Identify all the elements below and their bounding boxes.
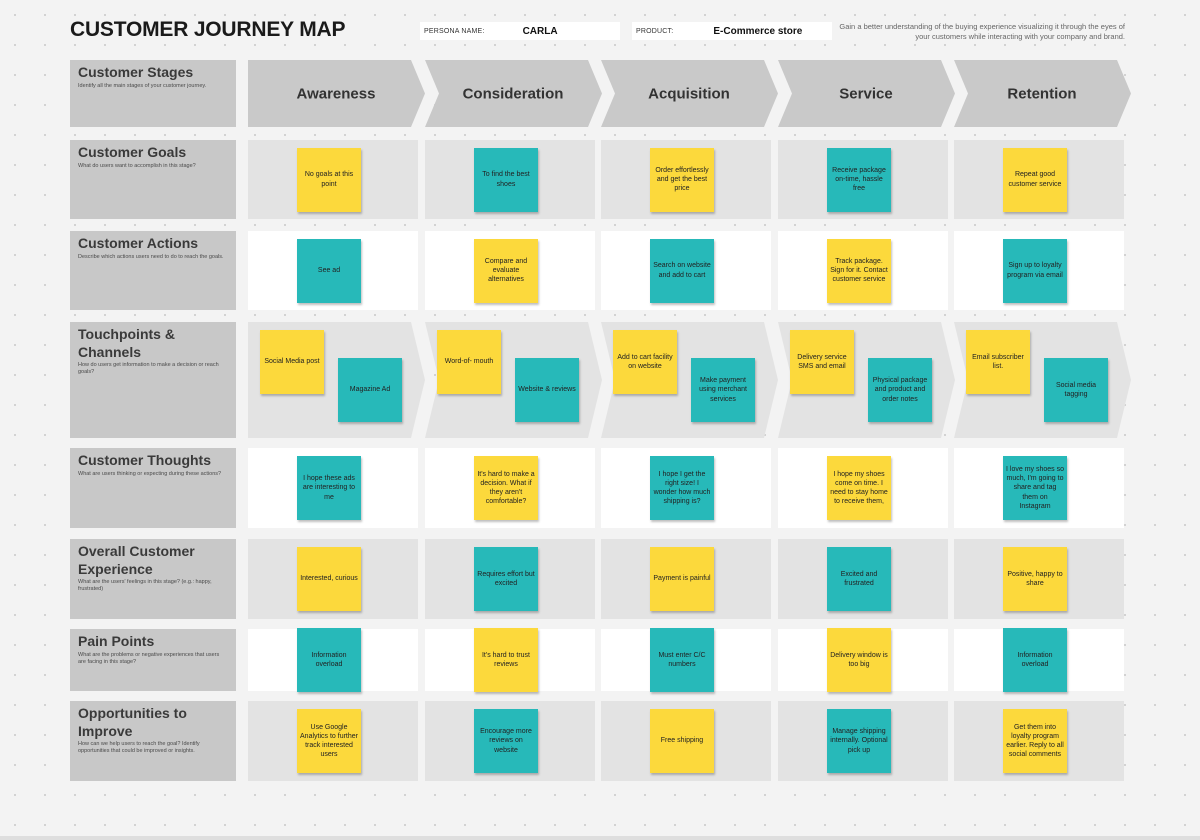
sticky-note[interactable]: Get them into loyalty program earlier. R… <box>1003 709 1067 773</box>
row-description: How can we help users to reach the goal?… <box>78 741 200 755</box>
arrow-shape <box>425 60 602 127</box>
row-title: Opportunities to Improve <box>78 705 187 739</box>
sticky-note[interactable]: Requires effort but excited <box>474 547 538 611</box>
sticky-note[interactable]: No goals at this point <box>297 147 361 212</box>
arrow-shape <box>778 60 955 127</box>
sticky-note[interactable]: Repeat good customer service <box>1003 147 1067 212</box>
row-title: Pain Points <box>78 633 155 649</box>
sticky-note[interactable]: See ad <box>297 238 361 303</box>
sticky-note[interactable]: I love my shoes so much, I'm going to sh… <box>1003 456 1067 520</box>
sticky-note[interactable]: To find the best shoes <box>474 147 538 212</box>
stage-arrow <box>601 60 778 127</box>
row-description: How do users get information to make a d… <box>78 362 219 376</box>
sticky-note[interactable]: Website & reviews <box>515 358 579 422</box>
sticky-note[interactable]: Email subscriber list. <box>966 330 1030 394</box>
persona-value: CARLA <box>522 25 558 37</box>
stage-label: Service <box>839 85 893 102</box>
sticky-note[interactable]: I hope I get the right size! I wonder ho… <box>650 456 714 520</box>
row-description: What are the problems or negative experi… <box>78 651 220 665</box>
sticky-note[interactable]: Sign up to loyalty program via email <box>1003 238 1067 303</box>
product-field[interactable]: PRODUCT: E-Commerce store <box>632 22 832 40</box>
sticky-note[interactable]: Add to cart facility on website <box>613 330 677 394</box>
stage-label: Acquisition <box>648 85 730 102</box>
row-description: What are the users' feelings in this sta… <box>78 579 212 593</box>
arrow-shape <box>601 60 778 127</box>
row-title: Touchpoints & Channels <box>78 326 175 360</box>
sticky-note[interactable]: Information overload <box>1003 628 1067 692</box>
sticky-note[interactable]: Magazine Ad <box>338 358 402 422</box>
sticky-note[interactable]: It's hard to trust reviews <box>474 628 538 692</box>
sticky-note[interactable]: Information overload <box>297 628 361 692</box>
sticky-note[interactable]: It's hard to make a decision. What if th… <box>474 456 538 520</box>
row-description: What are users thinking or expecting dur… <box>78 470 222 477</box>
sticky-note[interactable]: Word-of- mouth <box>437 330 501 394</box>
page-title: CUSTOMER JOURNEY MAP <box>70 18 346 41</box>
sticky-note[interactable]: Delivery window is too big <box>827 628 891 692</box>
row-description: Describe which actions users need to do … <box>78 253 224 260</box>
sticky-note[interactable]: Positive, happy to share <box>1003 547 1067 611</box>
map-description: Gain a better understanding of the buyin… <box>839 22 1125 42</box>
stage-label: Consideration <box>462 85 564 102</box>
row-title: Customer Goals <box>78 144 187 160</box>
sticky-note[interactable]: Social media tagging <box>1044 358 1108 422</box>
persona-field[interactable]: PERSONA NAME: CARLA <box>420 22 620 40</box>
sticky-note[interactable]: I hope these ads are interesting to me <box>297 456 361 520</box>
sticky-note[interactable]: Use Google Analytics to further track in… <box>297 709 361 773</box>
sticky-note[interactable]: Compare and evaluate alternatives <box>474 238 538 303</box>
sticky-note[interactable]: Track package. Sign for it. Contact cust… <box>827 238 891 303</box>
arrow-shape <box>248 60 425 127</box>
sticky-note[interactable]: Order effortlessly and get the best pric… <box>650 147 714 212</box>
product-label: PRODUCT: <box>636 27 674 35</box>
stage-arrow <box>248 60 425 127</box>
sticky-note[interactable]: I hope my shoes come on time. I need to … <box>827 456 891 520</box>
persona-label: PERSONA NAME: <box>424 27 485 35</box>
stage-arrow <box>778 60 955 127</box>
row-description: What do users want to accomplish in this… <box>78 162 196 169</box>
stage-label: Awareness <box>296 85 376 102</box>
sticky-note[interactable]: Delivery service SMS and email <box>790 330 854 394</box>
sticky-note[interactable]: Must enter C/C numbers <box>650 628 714 692</box>
product-value: E-Commerce store <box>713 25 803 37</box>
stage-arrow <box>425 60 602 127</box>
sticky-note[interactable]: Social Media post <box>260 330 324 394</box>
sticky-note[interactable]: Physical package and product and order n… <box>868 358 932 422</box>
row-description: Identify all the main stages of your cus… <box>78 82 207 89</box>
row-title: Overall Customer Experience <box>78 543 195 577</box>
sticky-note[interactable]: Receive package on-time, hassle free <box>827 147 891 212</box>
sticky-note[interactable]: Search on website and add to cart <box>650 238 714 303</box>
sticky-note[interactable]: Excited and frustrated <box>827 547 891 611</box>
sticky-note[interactable]: Payment is painful <box>650 547 714 611</box>
row-title: Customer Thoughts <box>78 452 211 468</box>
row-title: Customer Stages <box>78 64 194 80</box>
stage-label: Retention <box>1007 85 1077 102</box>
sticky-note[interactable]: Encourage more reviews on website <box>474 709 538 773</box>
sticky-note[interactable]: Manage shipping internally. Optional pic… <box>827 709 891 773</box>
arrow-shape <box>954 60 1131 127</box>
stage-arrow <box>954 60 1131 127</box>
sticky-note[interactable]: Interested, curious <box>297 547 361 611</box>
sticky-note[interactable]: Make payment using merchant services <box>691 358 755 422</box>
sticky-note[interactable]: Free shipping <box>650 709 714 773</box>
bottom-divider <box>0 836 1200 840</box>
row-title: Customer Actions <box>78 235 199 251</box>
